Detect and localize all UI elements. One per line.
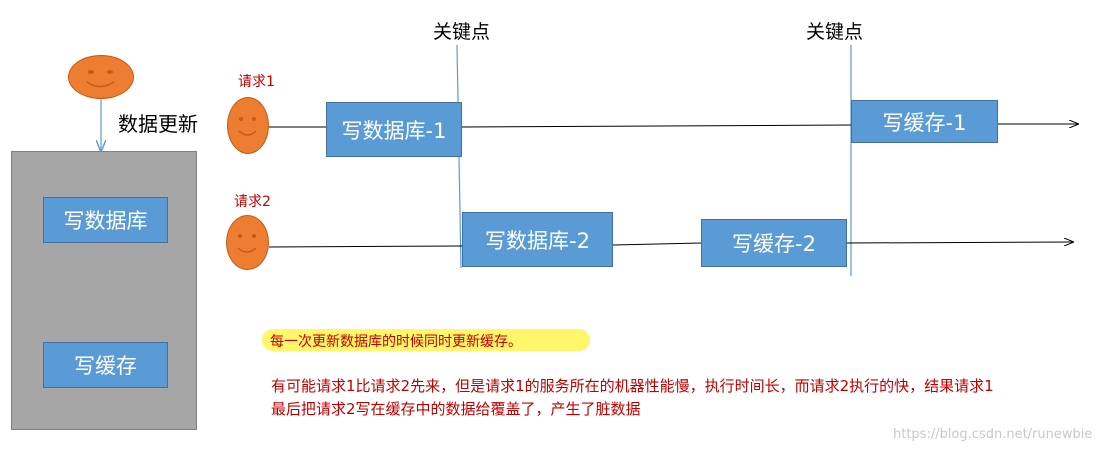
request2-write-cache-box: 写缓存-2 xyxy=(701,219,847,267)
note-line-1: 有可能请求1比请求2先来，但是请求1的服务所在的机器性能慢，执行时间长，而请求2… xyxy=(271,377,994,395)
request2-line-c xyxy=(846,242,1073,243)
highlight-note: 每一次更新数据库的时候同时更新缓存。 xyxy=(270,334,522,350)
key-point-label-1: 关键点 xyxy=(433,21,491,43)
request2-line-b xyxy=(612,242,702,246)
request1-line-b xyxy=(461,124,852,128)
request1-write-db-box: 写数据库-1 xyxy=(326,102,462,157)
trigger-smiley-icon xyxy=(68,55,134,99)
note-line-2: 最后把请求2写在缓存中的数据给覆盖了，产生了脏数据 xyxy=(271,400,641,418)
request2-write-db-box: 写数据库-2 xyxy=(462,212,613,267)
request2-smiley-icon xyxy=(226,215,269,270)
watermark: https://blog.csdn.net/runewbie xyxy=(893,427,1093,442)
key-point-label-2: 关键点 xyxy=(806,21,864,43)
request1-label: 请求1 xyxy=(238,74,275,90)
request2-line-a xyxy=(268,245,463,248)
request1-smiley-icon xyxy=(227,97,269,154)
server-write-db-box: 写数据库 xyxy=(43,197,168,243)
server-write-cache-box: 写缓存 xyxy=(43,342,168,388)
server-panel xyxy=(11,151,197,430)
request1-write-cache-box: 写缓存-1 xyxy=(851,100,998,143)
trigger-label: 数据更新 xyxy=(118,112,198,136)
request2-label: 请求2 xyxy=(234,194,271,210)
highlight-marker xyxy=(262,329,590,351)
